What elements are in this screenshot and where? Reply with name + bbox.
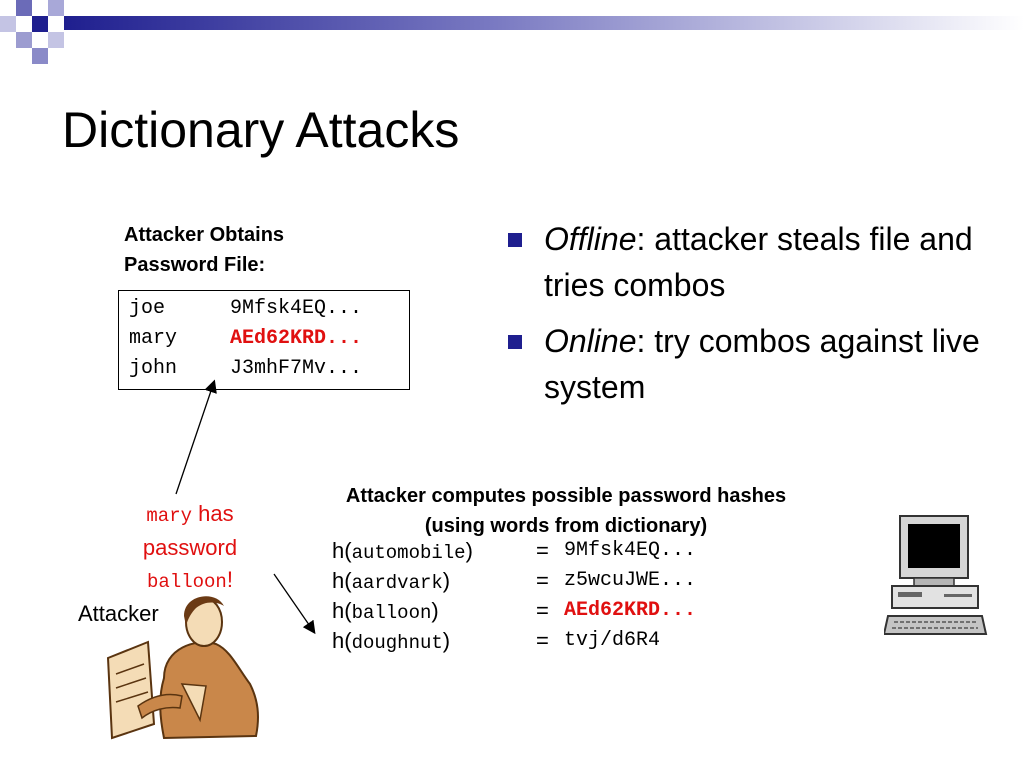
caption-line: (using words from dictionary) xyxy=(424,515,708,537)
equals-sign: = xyxy=(536,598,549,623)
username: mary xyxy=(129,327,178,350)
note-line: mary has xyxy=(120,498,260,532)
hash-value: 9Mfsk4EQ... xyxy=(564,539,697,562)
hash-row: h(aardvark) = z5wcuJWE... xyxy=(332,566,696,598)
bullet-term: Offline xyxy=(544,221,637,257)
password-row: john J3mhF7Mv... xyxy=(129,357,362,381)
deco-square xyxy=(48,32,64,48)
hash-value: AEd62KRD... xyxy=(564,599,697,622)
password-hash: J3mhF7Mv... xyxy=(230,357,363,380)
deco-square xyxy=(32,48,48,64)
hash-row: h(automobile) = 9Mfsk4EQ... xyxy=(332,536,696,568)
note-password: password xyxy=(142,535,238,560)
equals-sign: = xyxy=(536,568,549,593)
password-hash: AEd62KRD... xyxy=(230,327,363,350)
deco-square xyxy=(0,16,16,32)
deco-square xyxy=(16,0,32,16)
caption-line: Password File: xyxy=(124,254,266,276)
dictionary-word: aardvark xyxy=(351,572,443,594)
hash-fn-close: ) xyxy=(465,538,473,563)
dictionary-word: doughnut xyxy=(351,632,443,654)
username: joe xyxy=(129,297,166,320)
bullet-item: Offline: attacker steals file and tries … xyxy=(508,216,1008,308)
note-word: balloon xyxy=(147,571,227,593)
note-line: balloon! xyxy=(120,564,260,598)
equals-sign: = xyxy=(536,628,549,653)
password-file-caption: Attacker Obtains Password File: xyxy=(124,220,284,280)
arrow-to-password-file xyxy=(175,379,217,495)
note-user: mary xyxy=(146,505,192,527)
hash-value: tvj/d6R4 xyxy=(564,629,661,652)
caption-line: Attacker Obtains xyxy=(124,224,285,246)
slide-title: Dictionary Attacks xyxy=(62,102,460,158)
deco-square xyxy=(16,32,32,48)
mary-note: mary has password balloon! xyxy=(120,498,260,598)
password-hash: 9Mfsk4EQ... xyxy=(230,297,363,320)
bullet-item: Online: try combos against live system xyxy=(508,318,1008,410)
password-row: joe 9Mfsk4EQ... xyxy=(129,297,362,321)
hash-fn: h( xyxy=(332,538,352,563)
square-bullet-icon xyxy=(508,233,522,247)
hash-row: h(doughnut) = tvj/d6R4 xyxy=(332,626,660,658)
square-bullet-icon xyxy=(508,335,522,349)
bullet-text: : try combos against live system xyxy=(544,323,980,405)
hash-fn: h( xyxy=(332,628,352,653)
hash-fn: h( xyxy=(332,598,352,623)
note-has: has xyxy=(198,501,234,526)
bullet-text: : attacker steals file and tries combos xyxy=(544,221,973,303)
bullet-term: Online xyxy=(544,323,637,359)
attacker-label: Attacker xyxy=(78,601,159,626)
password-file-box: joe 9Mfsk4EQ... mary AEd62KRD... john J3mhF… xyxy=(118,290,410,390)
hash-fn: h( xyxy=(332,568,352,593)
hash-fn-close: ) xyxy=(431,598,439,623)
caption-line: Attacker computes possible password hash… xyxy=(345,485,787,507)
arrow-to-hash-row xyxy=(273,573,316,635)
compute-caption: Attacker computes possible password hash… xyxy=(256,481,876,541)
header-gradient-band xyxy=(64,16,1024,30)
hash-row: h(balloon) = AEd62KRD... xyxy=(332,596,696,628)
password-row: mary AEd62KRD... xyxy=(129,327,362,351)
dictionary-word: balloon xyxy=(351,602,432,624)
deco-square xyxy=(48,0,64,16)
dictionary-word: automobile xyxy=(351,542,466,564)
hash-fn-close: ) xyxy=(442,568,451,593)
equals-sign: = xyxy=(536,538,549,563)
attacker-clipart-icon xyxy=(106,596,259,740)
hash-value: z5wcuJWE... xyxy=(564,569,697,592)
computer-clipart-icon xyxy=(884,515,988,635)
deco-square xyxy=(32,16,48,32)
username: john xyxy=(129,357,178,380)
note-bang: ! xyxy=(226,567,233,592)
hash-fn-close: ) xyxy=(442,628,451,653)
bullet-list: Offline: attacker steals file and tries … xyxy=(508,216,1008,420)
